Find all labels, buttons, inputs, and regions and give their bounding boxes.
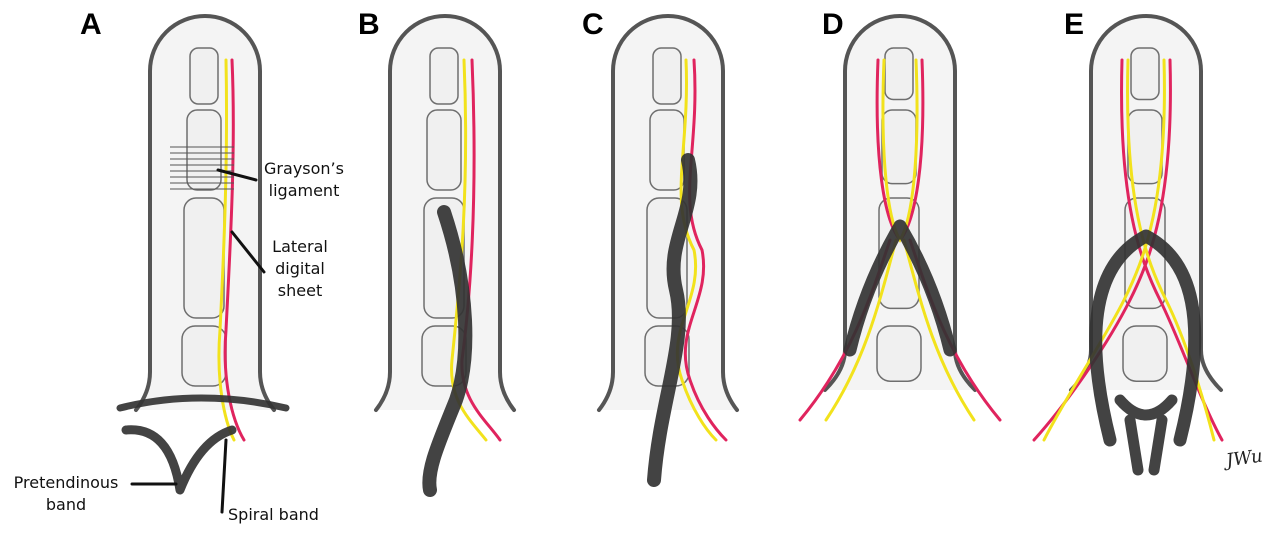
lateral-label-line3: sheet <box>262 280 338 302</box>
phalanx-b-segment <box>430 48 458 104</box>
phalanx-e-segment <box>1123 326 1167 381</box>
panel-label-d: D <box>822 8 844 42</box>
spiral-band-leader-line <box>222 440 226 512</box>
phalanx-b-segment <box>427 110 461 190</box>
phalanx-a-segment <box>184 198 224 318</box>
phalanx-d-segment <box>882 110 916 184</box>
panel-label-c: C <box>582 8 604 42</box>
panel-label-a: A <box>80 8 102 42</box>
lateral-label-line2: digital <box>262 258 338 280</box>
phalanx-e-segment <box>1131 48 1159 100</box>
pretendinous-band-cord <box>126 430 232 490</box>
pretendinous-cords-e <box>1120 400 1172 470</box>
panel-label-b: B <box>358 8 380 42</box>
lateral-label-line1: Lateral <box>262 236 338 258</box>
spiral-band-label: Spiral band <box>228 504 328 526</box>
graysons-ligament-hatch <box>170 142 234 190</box>
phalanx-d-segment <box>885 48 913 100</box>
pretendinous-band-label: Pretendinous band <box>2 472 130 516</box>
phalanx-a-segment <box>190 48 218 104</box>
pretendinous-label-line2: band <box>2 494 130 516</box>
graysons-label-line2: ligament <box>262 180 346 202</box>
phalanx-c-segment <box>650 110 684 190</box>
graysons-label-line1: Grayson’s <box>262 158 346 180</box>
phalanx-e-segment <box>1128 110 1162 184</box>
phalanx-d-segment <box>877 326 921 381</box>
lateral-digital-sheet-label: Lateral digital sheet <box>262 236 338 302</box>
graysons-ligament-label: Grayson’s ligament <box>262 158 346 202</box>
phalanx-c-segment <box>653 48 681 104</box>
panel-label-e: E <box>1064 8 1084 42</box>
pretendinous-label-line1: Pretendinous <box>2 472 130 494</box>
